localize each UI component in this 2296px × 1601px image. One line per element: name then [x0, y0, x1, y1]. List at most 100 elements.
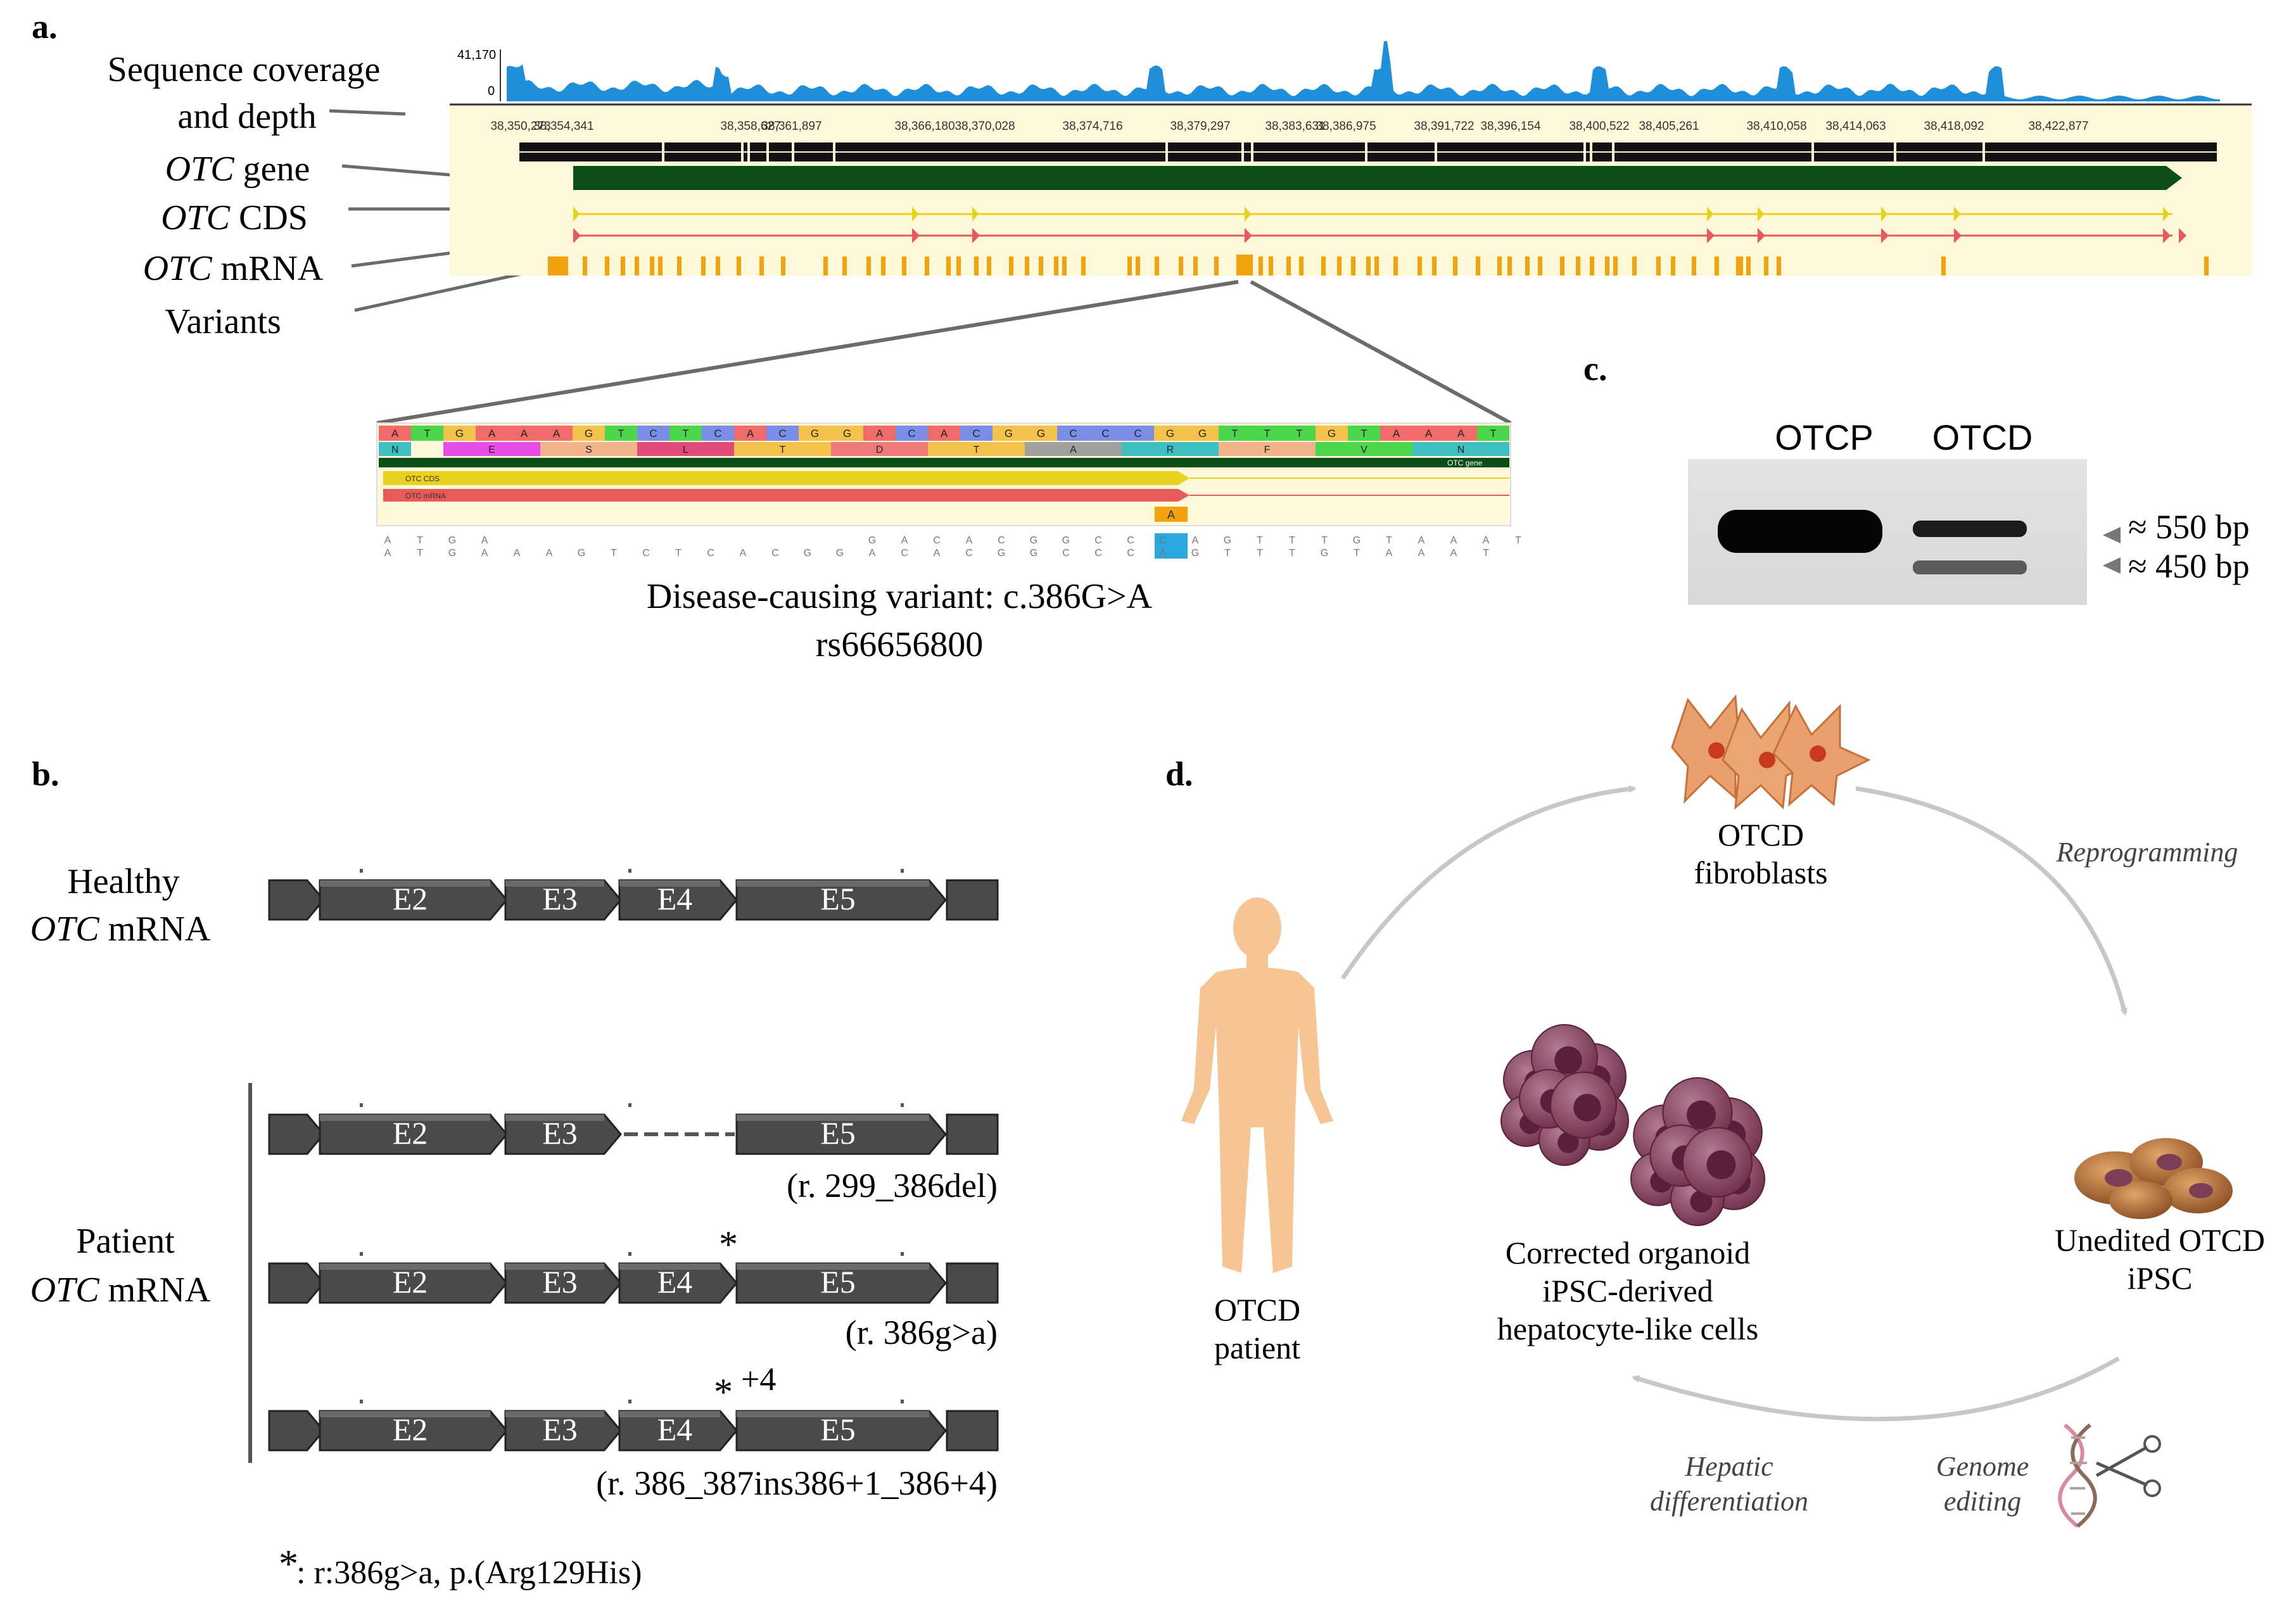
dna-base-cell [669, 426, 702, 441]
variant-mark [956, 256, 961, 275]
band-otcd-450 [1913, 560, 2027, 574]
variant-mark [1321, 256, 1326, 275]
dna-base-letter: G [811, 427, 819, 440]
arrow-450-icon [2103, 557, 2121, 574]
dna-base-cell [960, 426, 993, 441]
variant-mark [1299, 256, 1303, 275]
organoid-nucleus [1573, 1094, 1601, 1122]
dna-base-letter: A [488, 427, 496, 440]
dna-base-cell [1219, 426, 1251, 441]
variant-track [548, 255, 2209, 275]
patient-label-2: OTC mRNA [30, 1270, 211, 1310]
dna-base-cell [799, 426, 831, 441]
read-base: T [1321, 535, 1328, 546]
amino-acid-letter: V [1360, 445, 1367, 455]
splice-dot [628, 1103, 631, 1107]
exon-e6 [946, 1113, 999, 1155]
zoom-mrna-bar [383, 489, 1189, 502]
dna-base-letter: G [1005, 427, 1013, 440]
ruler-tick-label: 38,391,722 [1414, 120, 1474, 133]
dna-base-cell [702, 426, 734, 441]
read-base: C [998, 535, 1005, 546]
ruler-tick-label: 38,354,341 [533, 120, 593, 133]
variant-caption-1: Disease-causing variant: c.386G>A [647, 577, 1153, 616]
variant-mark [1081, 256, 1086, 275]
cds-exon-mark [1245, 206, 1251, 222]
exon-e6 [946, 1410, 999, 1452]
mrna-exon-mark [912, 228, 920, 243]
dna-base-cell [1380, 426, 1412, 441]
dna-base-letter: G [455, 427, 464, 440]
variant-mark [1259, 256, 1263, 275]
read-base: G [868, 535, 876, 546]
mrna-exon-mark [1758, 228, 1765, 243]
splice-dot [360, 1103, 363, 1107]
exon-label: E2 [393, 1115, 428, 1151]
exon-label: E2 [393, 1412, 428, 1447]
fibroblast-cells-icon [1671, 694, 1871, 810]
dna-base-letter: T [1264, 427, 1270, 440]
dna-base-cell [1445, 426, 1477, 441]
dna-base-letter: G [1198, 427, 1207, 440]
variant-mark [1453, 256, 1457, 275]
amino-acid-letter: L [683, 445, 688, 455]
splice-dot [360, 1400, 363, 1403]
ruler-tick-label: 38,374,716 [1062, 120, 1122, 133]
variant-mark [1560, 256, 1564, 275]
read-base: G [1321, 548, 1328, 559]
variant-mark [2204, 256, 2209, 275]
exon-shade [737, 1115, 929, 1121]
human-figure-icon [1181, 897, 1333, 1273]
read-base: A [481, 535, 488, 546]
dna-base-cell [928, 426, 960, 441]
cds-exon-mark [573, 206, 580, 222]
variant-mark [1736, 256, 1741, 275]
exon-label: E4 [657, 1264, 693, 1300]
label-coverage-2: and depth [177, 97, 316, 136]
ruler-tick-label: 38,414,063 [1825, 120, 1886, 133]
star-2: * [714, 1371, 733, 1413]
label-cds: OTC CDS [161, 198, 308, 237]
read-base: T [1483, 548, 1489, 559]
dna-base-cell [1057, 426, 1089, 441]
dna-base-letter: T [618, 427, 624, 440]
read-base: A [546, 548, 553, 559]
splice-dot [628, 1400, 631, 1403]
read-base: G [1062, 535, 1070, 546]
dna-base-letter: C [1101, 427, 1109, 440]
variant-mark [1269, 256, 1273, 275]
panel-d-letter: d. [1165, 755, 1193, 793]
amino-acid-cell [1025, 442, 1122, 456]
genome-editing-label-2: editing [1944, 1486, 2021, 1517]
patient-label-1: Patient [76, 1222, 175, 1261]
panel-c: c. OTCP OTCD ≈ 550 bp ≈ 450 bp [1583, 350, 2250, 605]
variant-mark [1039, 256, 1043, 275]
read-base: T [1515, 535, 1521, 546]
amino-acid-cell [831, 442, 928, 456]
variant-mark [1507, 256, 1512, 275]
mrna-exon-mark [1881, 228, 1889, 243]
dna-base-cell [443, 426, 476, 441]
splice-dot [901, 1400, 904, 1403]
exon-e1 [268, 1262, 325, 1304]
variant-mark [658, 256, 663, 275]
dna-scissors-icon [2058, 1423, 2161, 1528]
dna-base-letter: A [747, 427, 754, 440]
variant-mark [781, 256, 785, 275]
variant-mark [605, 256, 609, 275]
dna-base-letter: G [1166, 427, 1174, 440]
read-base: A [740, 548, 747, 559]
dna-base-letter: T [682, 427, 688, 440]
read-base: T [1224, 548, 1231, 559]
variant-mark [583, 256, 587, 275]
variant-mark [1746, 256, 1751, 275]
amino-acid-cell [540, 442, 637, 456]
splice-dot [901, 1252, 904, 1256]
exon-label: E2 [393, 1264, 428, 1300]
variant-mark [1590, 256, 1594, 275]
